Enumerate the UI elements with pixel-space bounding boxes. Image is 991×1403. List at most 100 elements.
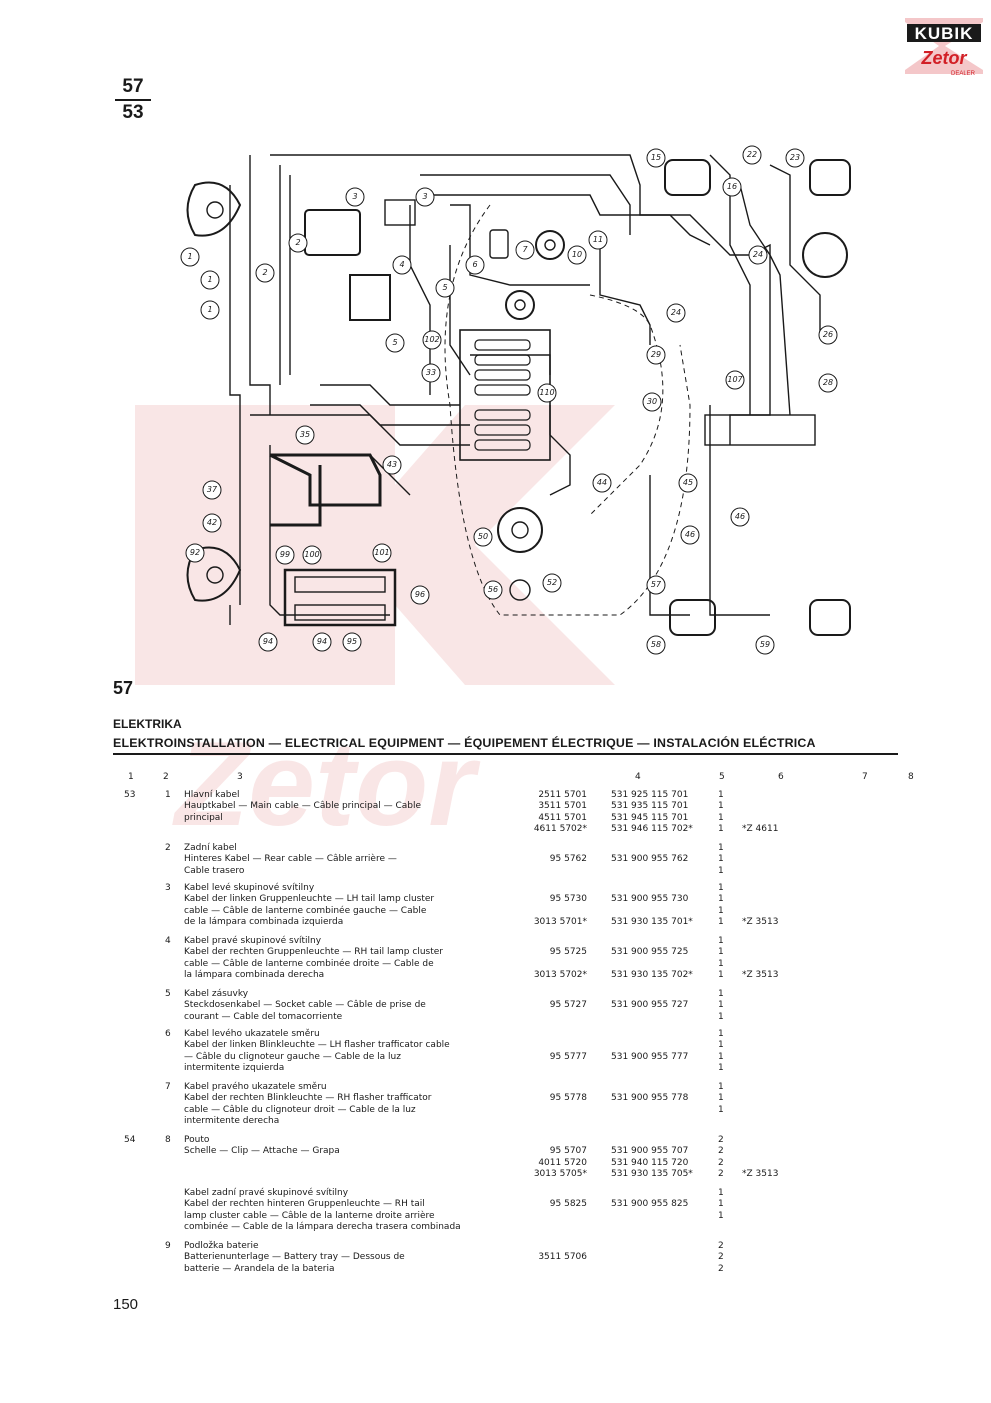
quantity-cell: 1 <box>718 970 724 981</box>
part-number-cell: 531 940 115 720 <box>611 1157 689 1168</box>
code-cell: 4611 5702* <box>533 824 587 835</box>
quantity-cell: 1 <box>718 1188 724 1198</box>
quantity-cell: 2 <box>718 1252 724 1263</box>
quantity-cell: 1 <box>718 1210 724 1221</box>
part-number-cell: 531 900 955 762 <box>611 854 689 865</box>
code-cell: 95 5727 <box>549 1000 587 1011</box>
diagram-callout: 42 <box>206 518 218 527</box>
section-subtitle: ELEKTROINSTALLATION — ELECTRICAL EQUIPME… <box>113 736 898 755</box>
position-cell: 7 <box>165 1082 171 1092</box>
code-cell: 2511 5701 <box>538 790 587 800</box>
code-cell: 3013 5705* <box>533 1169 587 1180</box>
col-header-5: 5 <box>719 772 725 782</box>
diagram-callout: 10 <box>571 250 583 259</box>
part-number-cell: 531 900 955 825 <box>611 1199 689 1210</box>
diagram-callout: 94 <box>262 637 274 646</box>
code-cell: 3013 5701* <box>533 917 587 928</box>
code-cell: 95 5762 <box>549 854 587 865</box>
description-line: Kabel pravé skupinové svítilny <box>184 936 322 946</box>
diagram-callout: 3 <box>352 192 358 201</box>
part-number-cell: 531 900 955 727 <box>611 1000 689 1011</box>
diagram-callout: 11 <box>592 235 604 244</box>
position-cell: 2 <box>165 843 171 853</box>
quantity-cell: 1 <box>718 801 724 812</box>
quantity-cell: 1 <box>718 894 724 905</box>
diagram-callout: 29 <box>650 350 662 359</box>
quantity-cell: 1 <box>718 1104 724 1115</box>
diagram-callout: 6 <box>472 260 478 269</box>
svg-text:KUBIK: KUBIK <box>915 24 974 43</box>
kubik-zetor-logo: KUBIK Zetor DEALER <box>905 18 983 80</box>
description-line: combinée — Cable de la lámpara derecha t… <box>184 1222 461 1233</box>
code-cell: 3511 5701 <box>538 801 587 812</box>
code-cell: 3013 5702* <box>533 970 587 981</box>
description-line: intermitente derecha <box>184 1116 280 1127</box>
diagram-callout: 96 <box>414 590 426 599</box>
diagram-callout: 102 <box>424 335 440 344</box>
code-cell: 95 5707 <box>549 1146 587 1157</box>
diagram-callout: 95 <box>346 637 358 646</box>
description-line: Kabel der linken Blinkleuchte — LH flash… <box>184 1040 450 1051</box>
description-line: Zadní kabel <box>184 843 237 853</box>
diagram-callout: 58 <box>650 640 662 649</box>
description-line: Kabel der rechten hinteren Gruppenleucht… <box>184 1199 425 1210</box>
description-line: principal <box>184 812 223 823</box>
fraction-bar <box>115 99 151 101</box>
diagram-callout: 1 <box>187 252 193 261</box>
position-cell: 5 <box>165 989 171 999</box>
diagram-callout: 52 <box>546 578 558 587</box>
position-cell: 6 <box>165 1029 171 1039</box>
quantity-cell: 1 <box>718 1082 724 1092</box>
quantity-cell: 1 <box>718 958 724 969</box>
description-line: Kabel zásuvky <box>184 989 249 999</box>
part-number-cell: 531 900 955 707 <box>611 1146 689 1157</box>
description-line: Batterienunterlage — Battery tray — Dess… <box>184 1252 405 1263</box>
description-line: Kabel levého ukazatele směru <box>184 1029 320 1039</box>
diagram-callout: 3 <box>422 192 428 201</box>
diagram-callout: 2 <box>262 268 268 277</box>
part-number-cell: 531 945 115 701 <box>611 812 689 823</box>
description-line: Pouto <box>184 1135 210 1145</box>
diagram-callout: 16 <box>726 182 738 191</box>
diagram-callout: 1 <box>207 305 213 314</box>
col-header-8: 8 <box>908 772 914 782</box>
figure-ref-bottom: 53 <box>122 102 144 123</box>
quantity-cell: 1 <box>718 883 724 893</box>
diagram-callout: 28 <box>822 378 834 387</box>
diagram-callout: 33 <box>425 368 437 377</box>
diagram-callout: 22 <box>746 150 758 159</box>
diagram-callout: 45 <box>682 478 694 487</box>
diagram-callout: 24 <box>752 250 764 259</box>
code-cell: 95 5825 <box>549 1199 587 1210</box>
note-cell: *Z 3513 <box>742 917 779 928</box>
note-cell: *Z 3513 <box>742 970 779 981</box>
part-number-cell: 531 900 955 725 <box>611 947 689 958</box>
diagram-callout: 46 <box>734 512 746 521</box>
code-cell: 95 5725 <box>549 947 587 958</box>
diagram-callout: 15 <box>650 153 662 162</box>
diagram-callout: 5 <box>392 338 398 347</box>
quantity-cell: 1 <box>718 843 724 853</box>
diagram-callout: 26 <box>822 330 834 339</box>
description-line: Kabel pravého ukazatele směru <box>184 1082 327 1092</box>
svg-text:Zetor: Zetor <box>172 717 481 835</box>
col-header-2: 2 <box>163 772 169 782</box>
quantity-cell: 1 <box>718 947 724 958</box>
quantity-cell: 2 <box>718 1135 724 1145</box>
diagram-callout: 94 <box>316 637 328 646</box>
quantity-cell: 1 <box>718 812 724 823</box>
position-cell: 4 <box>165 936 171 946</box>
diagram-callout: 59 <box>759 640 771 649</box>
code-cell: 4511 5701 <box>538 812 587 823</box>
diagram-callout: 30 <box>646 397 658 406</box>
position-cell: 1 <box>165 790 171 800</box>
diagram-callout: 1 <box>207 275 213 284</box>
description-line: intermitente izquierda <box>184 1063 285 1074</box>
quantity-cell: 1 <box>718 824 724 835</box>
col-header-3: 3 <box>237 772 243 782</box>
description-line: Cable trasero <box>184 865 245 876</box>
diagram-callout: 92 <box>189 548 201 557</box>
col-header-4: 4 <box>635 772 641 782</box>
